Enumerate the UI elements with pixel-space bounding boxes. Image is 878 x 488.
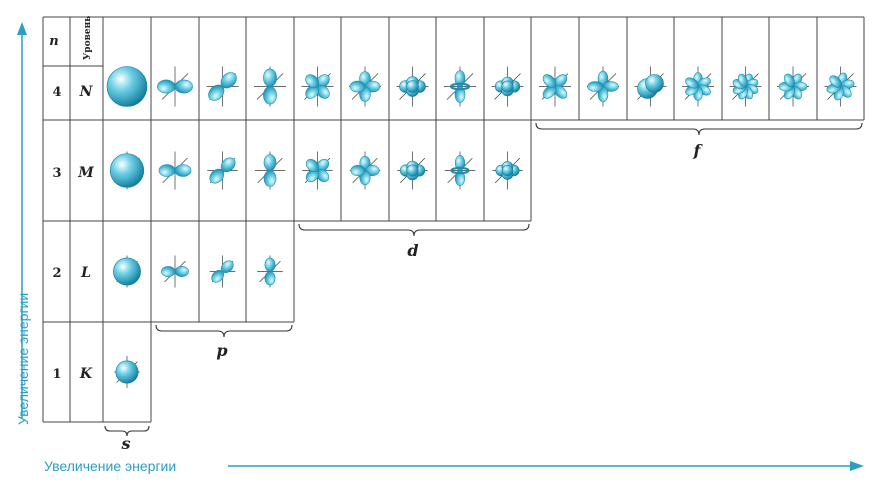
orbital-shape <box>106 66 148 107</box>
level-n-2: 2 <box>52 266 61 281</box>
grid-labels: n Уровень 4 N 3 M 2 L 1 K s p d f <box>49 16 703 453</box>
orbital-shape <box>777 66 809 107</box>
sublevel-braces <box>104 122 863 437</box>
orbital-shape <box>113 255 141 288</box>
sublevel-brace <box>298 223 530 237</box>
orbital-shapes <box>106 66 857 388</box>
orbital-shape <box>682 66 714 107</box>
sublevel-brace <box>155 324 293 338</box>
sublevel-brace <box>535 122 863 136</box>
orbital-shape <box>349 151 381 190</box>
orbital-grid <box>42 16 865 423</box>
orbital-shape <box>824 66 857 107</box>
orbital-shape <box>492 151 523 190</box>
level-header: Уровень <box>83 16 93 60</box>
orbital-shape <box>587 66 619 107</box>
horizontal-energy-axis: Увеличение энергии <box>44 458 864 474</box>
orbital-shape <box>109 151 145 190</box>
level-name-M: M <box>77 165 94 181</box>
orbital-shape <box>444 151 476 190</box>
sublevel-label-s: s <box>120 434 130 453</box>
orbital-shape <box>302 151 333 190</box>
level-name-K: K <box>79 366 93 382</box>
orbital-shape <box>444 66 476 107</box>
orbital-shape <box>257 255 283 288</box>
vertical-axis-label: Увеличение энергии <box>15 293 31 425</box>
orbital-shape <box>161 255 189 288</box>
level-name-N: N <box>79 84 94 100</box>
orbital-shape <box>254 66 286 107</box>
level-n-4: 4 <box>52 85 61 100</box>
orbital-shape <box>491 66 524 107</box>
orbital-shape <box>114 356 140 388</box>
horizontal-axis-label: Увеличение энергии <box>44 458 176 474</box>
vertical-energy-axis: Увеличение энергии <box>15 22 31 425</box>
orbital-shape <box>539 66 571 107</box>
orbital-shape <box>254 151 286 190</box>
level-name-L: L <box>80 265 91 281</box>
level-n-3: 3 <box>52 166 61 181</box>
orbital-shape <box>209 255 236 288</box>
sublevel-label-f: f <box>693 141 704 160</box>
orbital-shape <box>396 66 429 107</box>
orbital-shape <box>349 66 381 107</box>
orbital-shape <box>634 66 667 107</box>
sublevel-label-d: d <box>407 241 418 260</box>
sublevel-brace <box>104 425 150 437</box>
orbital-shape <box>397 151 428 190</box>
orbital-shape <box>206 66 239 107</box>
orbital-shape <box>207 151 238 190</box>
level-n-1: 1 <box>52 367 61 382</box>
orbital-shape <box>729 66 762 107</box>
orbital-shape <box>158 151 192 190</box>
orbital-shape <box>157 66 193 107</box>
orbital-shape <box>301 66 334 107</box>
n-header: n <box>49 34 58 49</box>
sublevel-label-p: p <box>216 341 227 360</box>
